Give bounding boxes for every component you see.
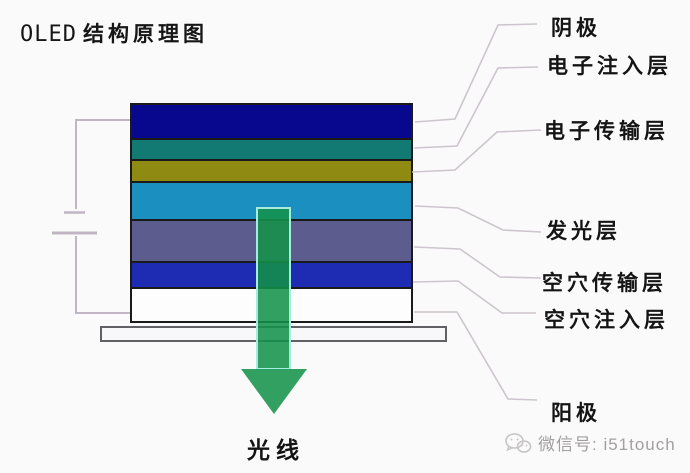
- leader-hole-transport: [413, 246, 542, 279]
- label-electron-injection: 电子注入层: [547, 55, 672, 78]
- layer-hole-transport: [132, 219, 411, 261]
- watermark-text: 微信号: i51touch: [538, 435, 676, 454]
- layer-anode: [132, 287, 411, 321]
- leader-cathode: [414, 23, 538, 123]
- light-arrow-head: [241, 369, 307, 414]
- cathode-wire: [75, 119, 130, 209]
- label-hole-injection: 空穴注入层: [544, 309, 669, 332]
- title-text: 结构原理图: [82, 23, 208, 46]
- layer-electron-injection: [132, 138, 411, 159]
- label-emissive: 发光层: [546, 220, 621, 243]
- label-cathode: 阴极: [551, 17, 601, 40]
- leader-emissive: [414, 205, 542, 233]
- title-prefix: OLED: [20, 22, 77, 47]
- label-anode: 阳极: [551, 402, 601, 425]
- layer-stack: [130, 103, 413, 323]
- watermark: 微信号: i51touch: [504, 430, 676, 455]
- wechat-icon: [505, 432, 532, 453]
- label-hole-transport: 空穴传输层: [542, 272, 667, 295]
- label-electron-transport: 电子传输层: [544, 120, 669, 143]
- leader-hole-injection: [412, 280, 536, 314]
- leader-electron-injection: [413, 66, 539, 149]
- leader-electron-transport: [411, 129, 542, 173]
- layer-hole-injection: [132, 261, 411, 287]
- substrate-bar: [100, 326, 447, 342]
- layer-cathode: [132, 105, 411, 138]
- layer-electron-transport: [132, 159, 411, 181]
- label-light-ray: 光线: [247, 437, 305, 463]
- anode-wire: [75, 236, 130, 314]
- layer-emissive: [132, 181, 411, 219]
